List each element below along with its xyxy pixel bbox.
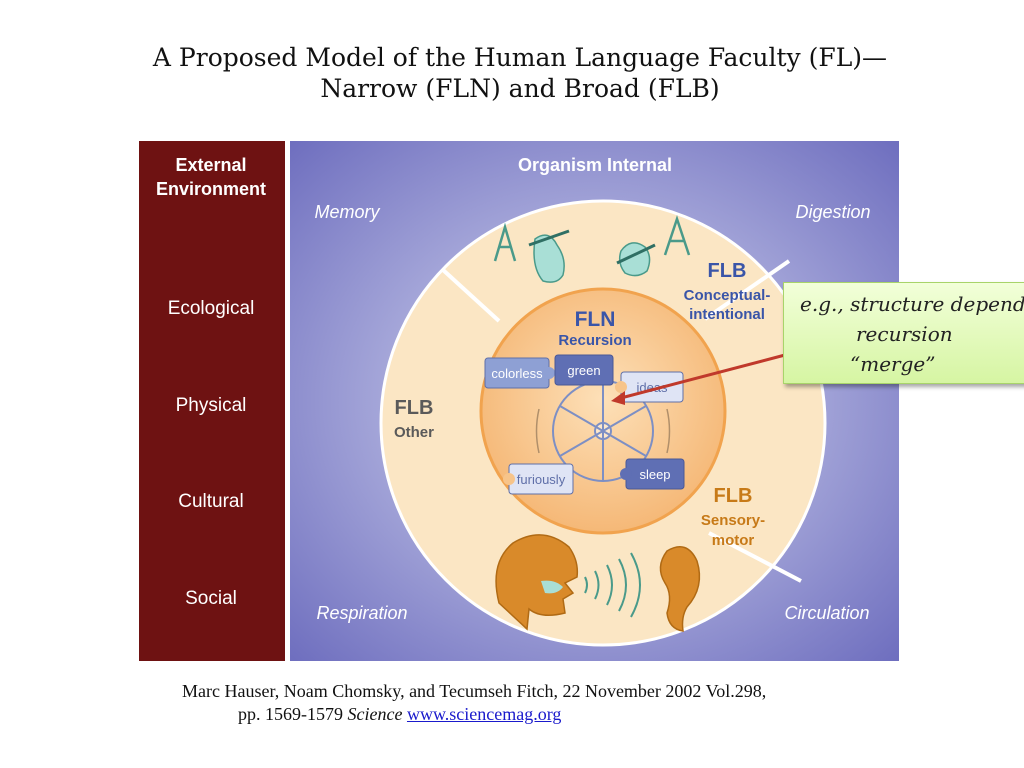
- language-faculty-diagram: External Environment Ecological Physical…: [139, 141, 899, 661]
- flb-sensory-line-1: Sensory-: [701, 512, 765, 529]
- corner-respiration: Respiration: [316, 603, 407, 623]
- puzzle-word-colorless: colorless: [491, 366, 543, 381]
- fln-title: FLN: [575, 308, 616, 331]
- ring-divider: [708, 531, 802, 583]
- citation-line-2: pp. 1569-1579 Science www.sciencemag.org: [182, 703, 942, 726]
- ring-divider: [703, 259, 791, 321]
- flb-sensory-line-2: motor: [712, 532, 755, 549]
- callout-line-2: recursion: [856, 322, 953, 346]
- recursion-wheel-icon: [535, 380, 671, 482]
- puzzle-piece-furiously: [503, 463, 574, 495]
- puzzle-piece-sleep: [620, 458, 685, 490]
- flb-conceptual-title: FLB: [708, 260, 747, 282]
- citation: Marc Hauser, Noam Chomsky, and Tecumseh …: [182, 680, 942, 726]
- external-item-ecological: Ecological: [168, 298, 255, 319]
- flb-other-title: FLB: [395, 397, 434, 419]
- external-heading-line-1: External: [175, 155, 246, 175]
- citation-journal: Science: [347, 704, 403, 724]
- slide-title: A Proposed Model of the Human Language F…: [100, 42, 940, 104]
- ring-divider: [440, 267, 501, 323]
- external-item-social: Social: [185, 588, 237, 609]
- corner-digestion: Digestion: [795, 202, 870, 222]
- speaking-head-icon: [495, 534, 579, 631]
- corner-circulation: Circulation: [784, 603, 869, 623]
- sciencemag-link[interactable]: www.sciencemag.org: [406, 704, 562, 724]
- external-item-physical: Physical: [176, 395, 247, 416]
- ear-icon: [659, 546, 701, 632]
- external-item-cultural: Cultural: [178, 491, 243, 512]
- puzzle-word-green: green: [567, 363, 600, 378]
- citation-line-1: Marc Hauser, Noam Chomsky, and Tecumseh …: [182, 681, 767, 701]
- flb-other-line-1: Other: [394, 424, 434, 441]
- sound-waves-icon: [584, 552, 641, 618]
- organism-internal-heading: Organism Internal: [518, 155, 672, 175]
- puzzle-word-sleep: sleep: [639, 467, 670, 482]
- pointer-arrow: [616, 353, 786, 401]
- title-line-2: Narrow (FLN) and Broad (FLB): [320, 74, 720, 103]
- writing-hand-icon: [493, 222, 570, 283]
- fln-subtitle: Recursion: [558, 332, 631, 349]
- callout-line-3: “merge”: [850, 352, 936, 376]
- pointer-arrowhead: [611, 391, 625, 405]
- citation-pages: pp. 1569-1579: [238, 704, 343, 724]
- puzzle-piece-colorless: [484, 357, 555, 389]
- writing-hand-icon: [616, 215, 691, 277]
- puzzle-word-furiously: furiously: [517, 472, 566, 487]
- external-environment-panel: [139, 141, 285, 661]
- flb-sensory-title: FLB: [714, 485, 753, 507]
- external-heading-line-2: Environment: [156, 179, 266, 199]
- flb-conceptual-line-2: intentional: [689, 306, 765, 323]
- callout-box: e.g., structure dependence recursion “me…: [783, 282, 1024, 384]
- puzzle-piece-green: [554, 354, 614, 386]
- title-line-1: A Proposed Model of the Human Language F…: [152, 43, 888, 72]
- corner-memory: Memory: [314, 202, 380, 222]
- flb-conceptual-line-1: Conceptual-: [684, 287, 771, 304]
- callout-line-1: e.g., structure dependence: [800, 292, 1024, 316]
